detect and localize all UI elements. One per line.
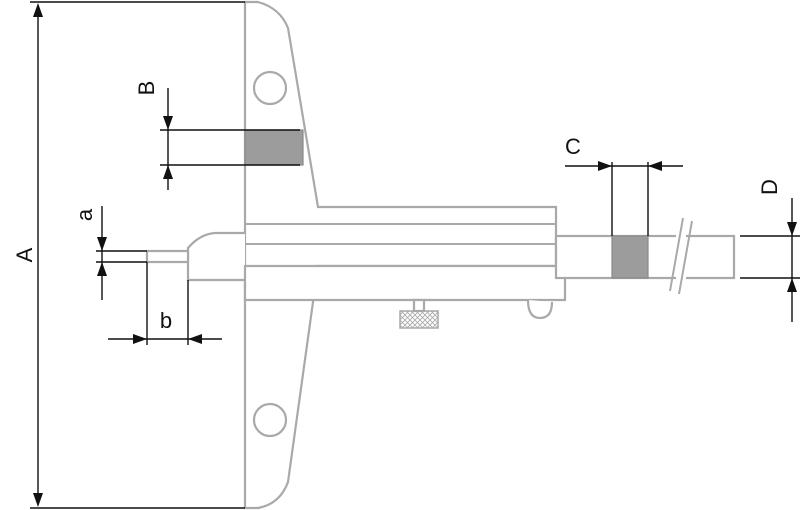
label-D: D xyxy=(757,179,782,195)
hatched-section-B xyxy=(244,129,304,166)
label-C: C xyxy=(565,134,581,159)
knurled-lock-screw xyxy=(399,310,439,329)
label-b: b xyxy=(160,308,172,333)
probe-holder xyxy=(186,231,245,282)
measuring-rod xyxy=(554,217,736,295)
probe-pin xyxy=(145,249,190,264)
label-B: B xyxy=(134,81,159,96)
hatched-section-C xyxy=(611,235,649,279)
slider xyxy=(243,264,567,329)
dimension-D: D xyxy=(740,179,800,322)
dimension-B: B xyxy=(134,81,300,190)
dimension-a: a xyxy=(72,206,147,300)
probe-tip xyxy=(145,231,245,282)
dimension-b: b xyxy=(108,262,222,345)
slider-body xyxy=(243,264,567,302)
mounting-hole-top xyxy=(252,70,288,106)
dimension-A: A xyxy=(12,1,245,509)
dimension-C: C xyxy=(565,134,683,236)
base-plate xyxy=(243,0,558,510)
slider-hook xyxy=(526,299,554,320)
label-a: a xyxy=(72,208,97,221)
lock-screw-stem xyxy=(412,298,426,313)
rod-break-gap xyxy=(676,225,686,291)
rod-break-line-1 xyxy=(669,217,684,292)
gauge-body xyxy=(243,0,558,510)
rod-break-line-2 xyxy=(678,220,693,295)
mounting-hole-bottom xyxy=(252,402,288,438)
label-A: A xyxy=(12,247,37,262)
